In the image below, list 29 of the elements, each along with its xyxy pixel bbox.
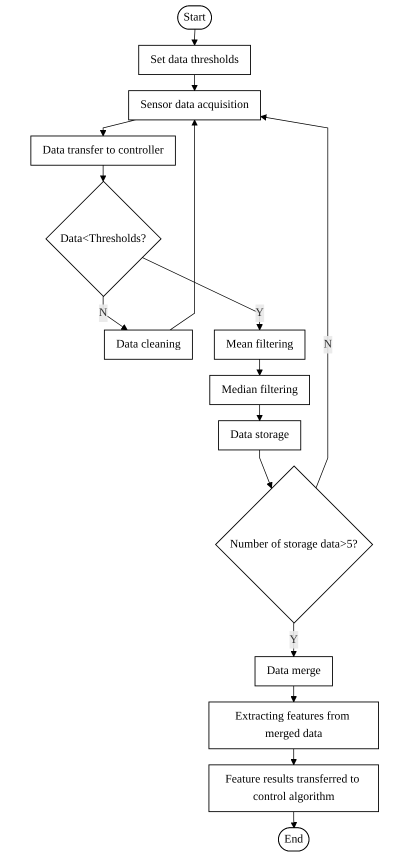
arrow [290,811,297,828]
node-box: Data cleaning [104,330,193,360]
edge-label: N [323,338,332,351]
arrow [256,358,263,376]
arrow [256,404,263,421]
arrow [169,120,198,330]
node-box: Feature results transferred to control algorithm [208,764,379,812]
arrow [142,257,263,330]
node-box: Data merge [254,656,333,686]
edge-label: Y [255,306,264,320]
node-box: Extracting features from merged data [208,702,379,750]
edge-label: N [98,306,108,320]
arrow [260,114,328,489]
arrow [290,686,297,702]
arrow [259,450,272,488]
edge-label: Y [289,633,298,646]
node-box: Data transfer to controller [30,136,176,166]
arrow [191,74,198,91]
node-box: Mean filtering [214,330,306,360]
arrow [290,748,297,766]
arrow [100,120,136,136]
node-diamond: Number of storage data>5? [214,465,373,624]
node-box: Median filtering [209,374,310,406]
node-diamond: Data<Thresholds? [45,180,162,298]
node-box: Data storage [218,420,301,450]
arrow [191,29,198,46]
node-box: Set data thresholds [138,44,251,75]
arrow [100,164,106,182]
node-box: Sensor data acquisition [128,90,261,120]
